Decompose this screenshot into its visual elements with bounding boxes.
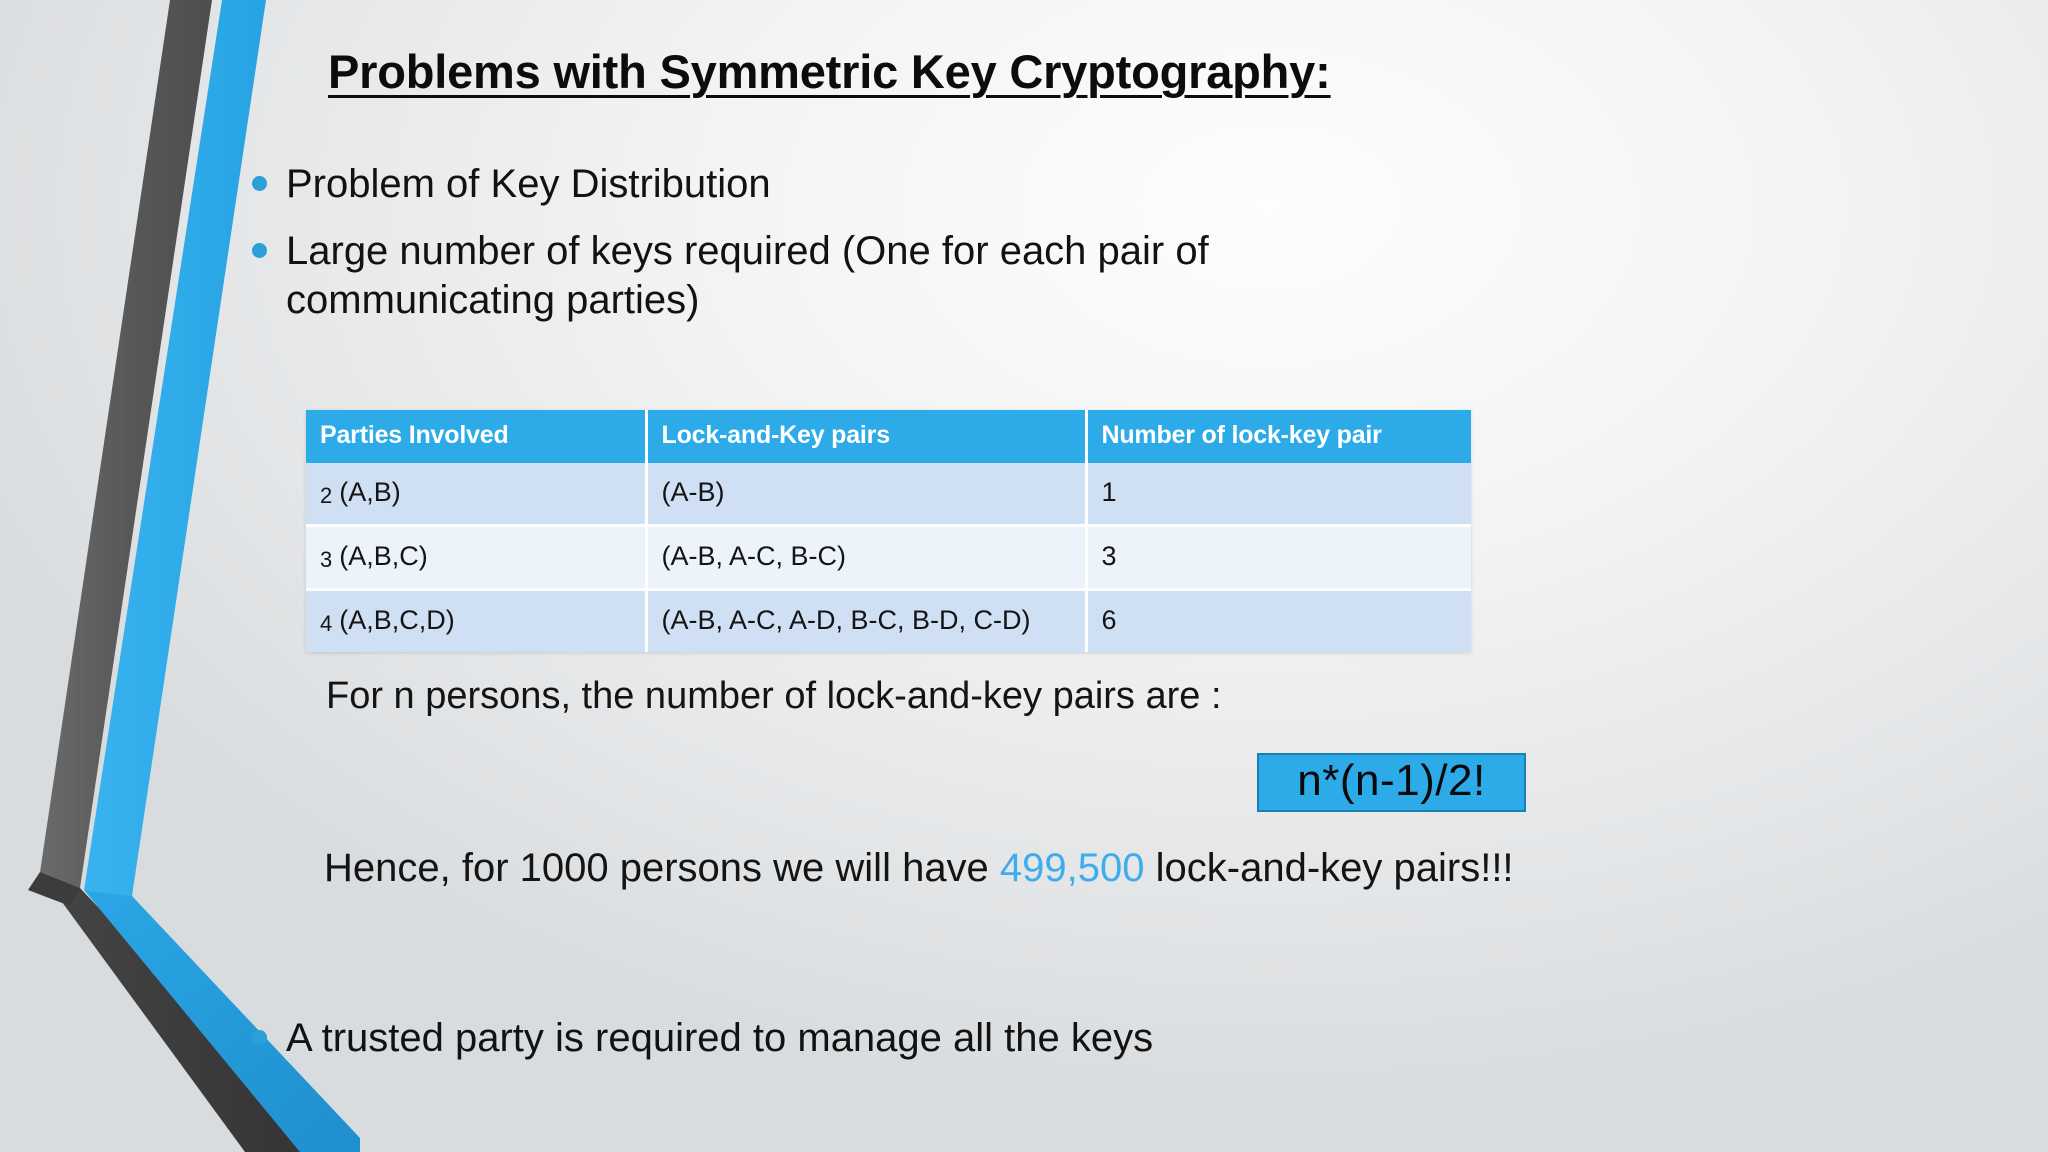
table-cell-count: 1 (1086, 463, 1471, 527)
bullet-item-1: Problem of Key Distribution (252, 160, 1452, 209)
bullet-dot-icon (252, 1030, 267, 1045)
conclusion-highlight-number: 499,500 (999, 846, 1145, 890)
table-header-row: Parties Involved Lock-and-Key pairs Numb… (306, 410, 1471, 463)
table-cell-parties: 3(A,B,C) (306, 525, 648, 591)
table-cell-pairs: (A-B) (646, 463, 1088, 527)
row-count-value: 3 (320, 547, 333, 572)
ribbon-blue-upper (84, 0, 266, 896)
row-count-value: 4 (320, 611, 333, 636)
table-cell-count: 3 (1086, 525, 1471, 591)
slide-content: Problems with Symmetric Key Cryptography… (248, 0, 2038, 1152)
row-parties-value: (A,B,C,D) (339, 605, 455, 635)
table-row: 3(A,B,C) (A-B, A-C, B-C) 3 (306, 525, 1471, 591)
bullet-item-3: A trusted party is required to manage al… (252, 1014, 1652, 1063)
table-header-parties-involved: Parties Involved (306, 410, 648, 463)
table-cell-pairs: (A-B, A-C, B-C) (646, 525, 1088, 591)
for-n-persons-text: For n persons, the number of lock-and-ke… (326, 675, 1222, 717)
formula-text: n*(n-1)/2! (1297, 755, 1486, 805)
ribbon-gray-upper (40, 0, 212, 888)
bullet-item-3-label: A trusted party is required to manage al… (286, 1016, 1154, 1060)
bullet-dot-icon (252, 243, 267, 258)
lock-key-pairs-table: Parties Involved Lock-and-Key pairs Numb… (306, 410, 1471, 652)
bullet-item-2: Large number of keys required (One for e… (252, 227, 1432, 325)
table-row: 2(A,B) (A-B) 1 (306, 463, 1471, 527)
conclusion-before: Hence, for 1000 persons we will have (324, 846, 1000, 890)
bullet-dot-icon (252, 176, 267, 191)
conclusion-after: lock-and-key pairs!!! (1144, 846, 1514, 890)
formula-highlight-box: n*(n-1)/2! (1257, 753, 1526, 812)
table-cell-parties: 2(A,B) (306, 463, 648, 527)
bullet-item-1-label: Problem of Key Distribution (286, 162, 771, 206)
table-row: 4(A,B,C,D) (A-B, A-C, A-D, B-C, B-D, C-D… (306, 589, 1471, 652)
ribbon-gray-apex (28, 872, 80, 906)
table-header-lock-and-key-pairs: Lock-and-Key pairs (646, 410, 1088, 463)
row-count-value: 2 (320, 483, 333, 508)
bullet-item-2-label: Large number of keys required (One for e… (286, 229, 1209, 323)
table-header-number-of-lock-key-pair: Number of lock-key pair (1086, 410, 1471, 463)
row-parties-value: (A,B) (339, 477, 401, 507)
conclusion-text: Hence, for 1000 persons we will have 499… (248, 843, 1708, 893)
table-cell-pairs: (A-B, A-C, A-D, B-C, B-D, C-D) (646, 589, 1088, 652)
row-parties-value: (A,B,C) (339, 541, 428, 571)
table-cell-count: 6 (1086, 589, 1471, 652)
page-title: Problems with Symmetric Key Cryptography… (328, 45, 1331, 98)
table-cell-parties: 4(A,B,C,D) (306, 589, 648, 652)
